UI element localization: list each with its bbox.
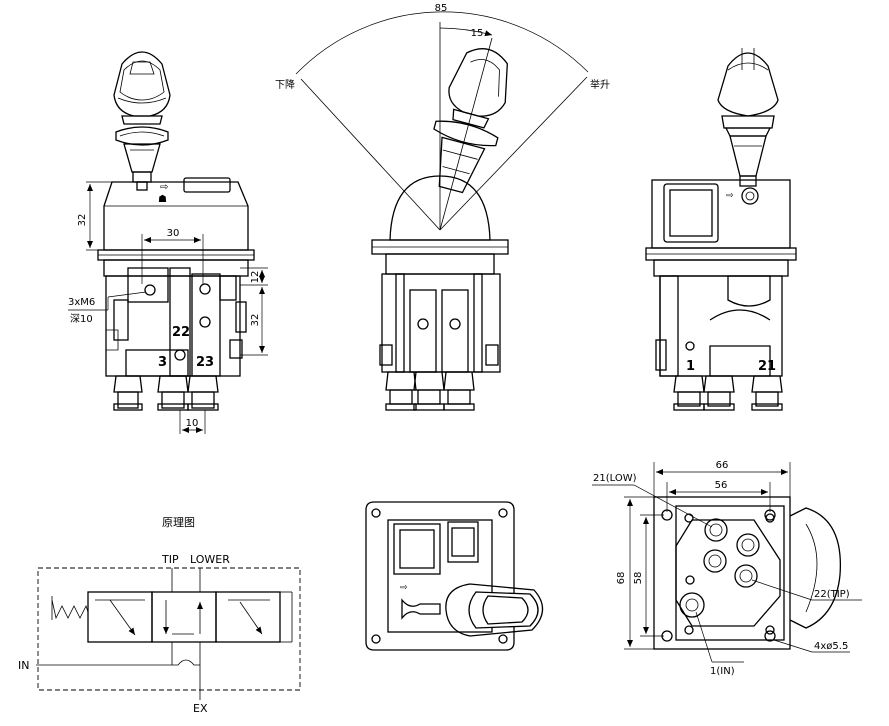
front-dim-right-top: 12 (250, 271, 261, 284)
bottom-leaders: 21(LOW) 22(TIP) 1(IN) 4xø5.5 (592, 473, 862, 677)
svg-text:⇨: ⇨ (726, 191, 734, 201)
front-port-3: 3 (158, 355, 167, 370)
side-dim-angle-small: 15 (471, 28, 484, 39)
schematic-diagram: 原理图 TIP LOWER IN EX (18, 516, 301, 715)
svg-text:⇨: ⇨ (160, 182, 168, 193)
top-view: ⇨ (365, 501, 544, 651)
front-dim-thread: 3xM6 (68, 297, 95, 308)
side-view: 85 15 下降 举升 (275, 3, 610, 411)
bottom-plate (653, 496, 791, 650)
front-port-23: 23 (196, 355, 214, 370)
bottom-label-in: 1(IN) (710, 666, 735, 677)
front-view: ⇨ ☗ (68, 51, 268, 434)
schematic-box-2 (151, 591, 217, 643)
bottom-dimensions: 66 56 68 58 (616, 460, 791, 650)
front-housing: ⇨ ☗ (97, 177, 255, 277)
back-port-1: 1 (686, 359, 695, 374)
back-view: ⇨ 1 21 (645, 48, 797, 411)
front-dim-depth: 深10 (70, 313, 93, 325)
front-port-22: 22 (172, 325, 190, 340)
schematic-box-1 (87, 591, 153, 643)
bottom-dim-56: 56 (715, 480, 728, 491)
front-fittings (113, 375, 219, 411)
svg-text:☗: ☗ (158, 194, 167, 205)
front-dim-hole-spacing: 30 (167, 228, 180, 239)
front-dim-right-mid: 32 (250, 314, 261, 327)
front-knob (113, 51, 171, 191)
front-valve-block (105, 267, 247, 377)
schematic-label-lower: LOWER (190, 553, 230, 566)
bottom-dim-68: 68 (616, 572, 627, 585)
side-dim-angle-total: 85 (435, 3, 448, 14)
back-knob (717, 48, 779, 187)
schematic-box-3 (215, 591, 281, 643)
bottom-view: 66 56 68 58 21(LOW) 22(TIP) 1(IN) (592, 460, 862, 677)
back-port-21: 21 (758, 359, 776, 374)
schematic-label-in: IN (18, 659, 29, 672)
front-dimensions: 32 30 3xM6 深10 12 32 10 (68, 181, 268, 434)
bottom-label-low: 21(LOW) (593, 473, 637, 484)
front-dim-height: 32 (77, 214, 88, 227)
bottom-dim-58: 58 (633, 572, 644, 585)
back-housing: ⇨ (645, 179, 797, 411)
side-label-raise: 举升 (590, 78, 610, 91)
schematic-label-ex: EX (193, 702, 208, 715)
schematic-boundary (37, 567, 301, 691)
side-tilted-knob (433, 48, 508, 194)
bottom-label-tip: 22(TIP) (814, 589, 850, 600)
front-dim-bottom: 10 (186, 418, 199, 429)
bottom-label-holes: 4xø5.5 (814, 641, 848, 652)
side-angle-dimension: 85 15 下降 举升 (275, 3, 610, 231)
schematic-title: 原理图 (162, 516, 195, 529)
bottom-dim-66: 66 (716, 460, 729, 471)
side-label-lower: 下降 (275, 78, 295, 91)
schematic-label-tip: TIP (161, 553, 179, 566)
side-housing (371, 175, 509, 411)
svg-text:⇨: ⇨ (400, 583, 408, 593)
